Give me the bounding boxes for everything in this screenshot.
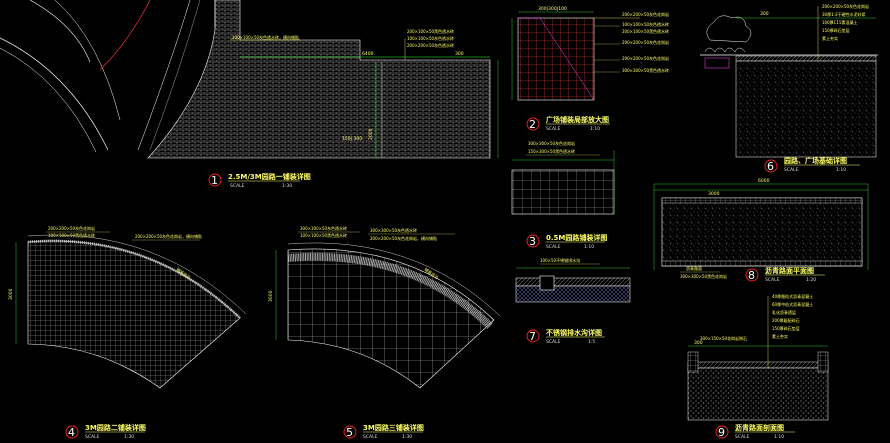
detail-5-scale: 1:30 (402, 434, 412, 440)
detail-6-scale-label: SCALE (784, 167, 799, 173)
detail-4-scale-label: SCALE (85, 434, 100, 440)
detail-5-scale-label: SCALE (363, 434, 378, 440)
d1-note-a: 200×100×50灰色透水砖，横向铺贴 (232, 34, 299, 40)
d1-inner-dimension: 150|.300 (342, 136, 362, 142)
detail-7-scale: 1:5 (588, 339, 595, 345)
d9-note-a: 300×150×50花岗岩侧石 (700, 335, 747, 341)
d3-note-b: 150×300×50黑色透水砖 (528, 148, 575, 154)
d5-note-d: 200×200×50灰色花岗岩，横向铺贴 (370, 235, 437, 241)
d5-side-dimension: 3000 (268, 290, 274, 302)
detail-4-drawing: 3000 200×200×50灰色花岗岩 100×100×50黑色透水砖 200… (8, 225, 247, 440)
d5-note-c: 300×300×50灰色透水砖 (370, 227, 417, 233)
d2-note-c: 200×100×50黑色透水砖 (622, 28, 669, 34)
detail-7-scale-label: SCALE (546, 339, 561, 345)
detail-1-scale: 1:30 (282, 183, 292, 189)
detail-3-title: 0.5M园路铺装详图 (546, 233, 607, 242)
detail-2-title: 广场铺装局部放大图 (546, 115, 609, 124)
d9-note-c: 60厚中粒式沥青混凝土 (772, 301, 813, 307)
d4-note-a: 200×200×50灰色花岗岩 (48, 225, 95, 231)
detail-9-scale-label: SCALE (735, 434, 750, 440)
detail-9-scale: 1:10 (774, 434, 784, 440)
detail-1-title: 2.5M/3M园路一铺装详图 (228, 172, 311, 181)
d8-sub-dimension: 3000 (708, 191, 720, 197)
detail-2-scale: 1:10 (590, 126, 600, 132)
d2-note-e: 200×200×50灰色花岗岩 (622, 55, 669, 61)
d2-note-b: 100×100×50灰色透水砖 (622, 21, 669, 27)
detail-1-drawing: 6400 300 2000 150|.300 200×100×50灰色透水砖，横… (0, 0, 499, 189)
d9-note-d: 乳化沥青透层 (772, 309, 796, 315)
d9-note-f: 150厚碎石垫层 (772, 325, 800, 331)
d9-note-e: 200厚级配碎石 (772, 317, 800, 323)
detail-8-number: 8 (748, 269, 755, 282)
detail-3-scale: 1:10 (584, 244, 594, 250)
d1-note-d: 200×200×50灰色透水砖 (407, 42, 454, 48)
detail-5-title: 3M园路三铺装详图 (363, 423, 424, 432)
d6-note-e: 素土夯实 (822, 35, 838, 41)
detail-1-scale-label: SCALE (230, 183, 245, 189)
d1-top-dimension: 6400 (362, 51, 374, 57)
d9-note-g: 素土夯实 (772, 333, 788, 339)
detail-8-scale: 1:20 (806, 277, 816, 283)
detail-4-number: 4 (68, 426, 75, 439)
d8-note-a: 沥青路面 (686, 265, 702, 271)
d6-top-dimension: 300 (760, 11, 769, 17)
d9-top-dimension: 300 (694, 340, 703, 346)
detail-6-number: 6 (767, 160, 774, 173)
detail-4-title: 3M园路二铺装详图 (85, 423, 146, 432)
d6-note-b: 30厚1:3干硬性水泥砂浆 (822, 11, 866, 17)
detail-7-number: 7 (529, 330, 536, 343)
detail-6-scale: 1:10 (836, 167, 846, 173)
d1-right-dimension: 300 (455, 51, 464, 57)
detail-3-scale-label: SCALE (546, 244, 561, 250)
detail-6-title: 园路、广场基础详图 (784, 156, 847, 165)
d7-note-a: 100×50不锈钢排水沟 (540, 257, 580, 263)
detail-9-number: 9 (718, 426, 725, 439)
d5-note-a: 300×300×50灰色透水砖 (300, 225, 347, 231)
detail-8-scale-label: SCALE (765, 277, 780, 283)
d1-note-b: 200×100×50黑色透水砖 (407, 28, 454, 34)
detail-1-number: 1 (211, 174, 218, 187)
detail-2-scale-label: SCALE (546, 126, 561, 132)
detail-3-number: 3 (529, 235, 536, 248)
detail-2-drawing: 300|300|100 200×200×50灰色花岗岩 100×100×50灰色… (511, 6, 669, 132)
d6-note-d: 150厚碎石垫层 (822, 27, 850, 33)
d4-note-b: 100×100×50黑色透水砖 (48, 232, 95, 238)
detail-4-scale: 1:30 (124, 434, 134, 440)
d2-note-d: 200×200×50灰色花岗岩 (622, 39, 669, 45)
d1-note-c: 100×100×50灰色透水砖 (407, 35, 454, 41)
detail-3-drawing: 300×300×50灰色花岗岩 150×300×50黑色透水砖 3 0.5M园路… (511, 140, 615, 250)
detail-2-number: 2 (529, 118, 536, 131)
detail-9-drawing: 300 300×150×50花岗岩侧石 40厚细粒式沥青混凝土 60厚中粒式沥青… (687, 293, 829, 440)
detail-8-title: 沥青路面平面图 (765, 266, 814, 275)
d9-note-b: 40厚细粒式沥青混凝土 (772, 293, 813, 299)
detail-9-title: 沥青路面剖面图 (735, 423, 784, 432)
d4-side-dimension: 3000 (8, 288, 14, 300)
detail-7-drawing: 100×50不锈钢排水沟 7 不锈钢排水沟详图 SCALE 1:5 (515, 257, 631, 345)
d1-side-dimension: 2000 (368, 128, 374, 140)
d2-note-a: 200×200×50灰色花岗岩 (622, 11, 669, 17)
detail-6-drawing: 300 200×200×50灰色花岗岩 30厚1:3干硬性水泥砂浆 100厚C1… (700, 3, 878, 173)
d6-note-c: 100厚C15素混凝土 (822, 19, 858, 25)
detail-7-title: 不锈钢排水沟详图 (546, 328, 602, 337)
d8-note-b: 300×300×50黑色花岗岩 (680, 273, 727, 279)
d3-note-a: 300×300×50灰色花岗岩 (528, 140, 575, 146)
detail-5-drawing: 3000 300×300×50灰色透水砖 100×100×50黑色透水砖 300… (268, 225, 501, 440)
detail-5-number: 5 (346, 426, 353, 439)
d2-top-dimension: 300|300|100 (538, 6, 567, 12)
detail-8-drawing: 6000 3000 沥青路面 300×300×50黑色花岗岩 8 沥青路面平面图… (653, 178, 869, 283)
d8-top-dimension: 6000 (758, 178, 770, 184)
d6-note-a: 200×200×50灰色花岗岩 (822, 3, 869, 9)
d4-note-c: 200×200×50灰色花岗岩，横向铺贴 (135, 233, 202, 239)
d5-note-b: 100×100×50黑色透水砖 (300, 232, 347, 238)
d2-note-f: 300×300×50黑色透水砖 (622, 67, 669, 73)
